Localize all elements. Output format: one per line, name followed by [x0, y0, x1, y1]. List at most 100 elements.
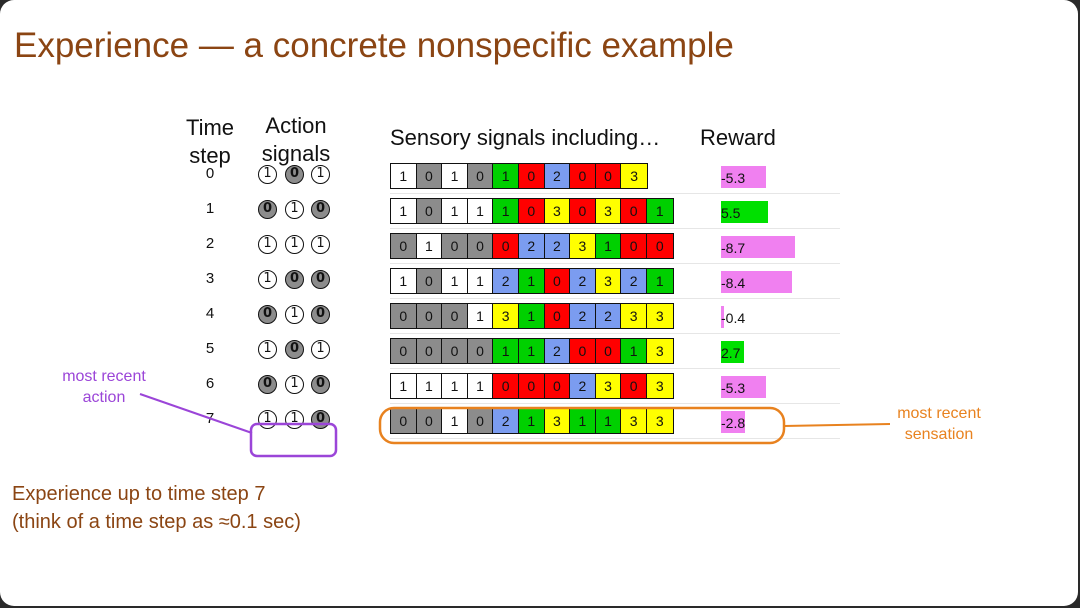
- action-signal: 0: [311, 305, 330, 324]
- action-signal: 0: [258, 305, 277, 324]
- time-step-header: Time step: [176, 114, 244, 170]
- sensory-cell: 2: [544, 339, 571, 363]
- sensory-cell: 0: [646, 234, 673, 258]
- sensory-cell: 2: [493, 269, 519, 293]
- sensory-cell: 0: [391, 304, 417, 328]
- sensory-cell: 0: [493, 234, 519, 258]
- reward-cell: 2.7: [718, 341, 838, 363]
- sensory-cell: 0: [442, 234, 468, 258]
- reward-bar: [721, 236, 795, 258]
- action-signal: 0: [311, 375, 330, 394]
- sensory-cell: 0: [416, 164, 443, 188]
- sensory-cell: 3: [493, 304, 519, 328]
- sensory-cell: 1: [646, 269, 673, 293]
- sensory-cell: 0: [518, 374, 545, 398]
- sensory-cell: 1: [467, 199, 494, 223]
- row-divider: [390, 263, 840, 264]
- action-signal: 1: [258, 270, 277, 289]
- sensory-cell: 3: [570, 234, 596, 258]
- sensory-cell: 1: [391, 199, 417, 223]
- action-signals-header: Action signals: [252, 112, 340, 168]
- action-signal: 0: [285, 165, 304, 184]
- row-divider: [390, 403, 840, 404]
- action-header-line1: Action: [265, 113, 327, 138]
- reward-cell: 5.5: [718, 201, 838, 223]
- sensory-cell: 0: [595, 339, 622, 363]
- time-step-7: 7: [205, 410, 215, 427]
- action-signal: 0: [311, 270, 330, 289]
- action-signal: 1: [285, 375, 304, 394]
- sensory-cell: 3: [544, 199, 571, 223]
- sensory-cell: 2: [570, 374, 596, 398]
- sensory-cell: 0: [416, 269, 443, 293]
- sensory-cell: 1: [416, 374, 443, 398]
- sensory-cell: 0: [467, 234, 494, 258]
- sensory-cell: 1: [442, 164, 468, 188]
- sensory-cell: 1: [518, 304, 545, 328]
- experience-caption-line2: (think of a time step as ≈0.1 sec): [12, 511, 301, 533]
- action-signal: 1: [311, 165, 330, 184]
- action-signal: 1: [258, 410, 277, 429]
- reward-cell: -8.4: [718, 271, 838, 293]
- time-step-3: 3: [205, 270, 215, 287]
- reward-bar: [721, 306, 724, 328]
- sensory-cell: 0: [416, 199, 443, 223]
- sensory-cell: 1: [518, 339, 545, 363]
- sensory-cell: 2: [570, 304, 596, 328]
- sensory-cell: 0: [467, 409, 494, 433]
- sensory-cell: 0: [493, 374, 519, 398]
- row-divider: [390, 193, 840, 194]
- action-signal: 0: [311, 200, 330, 219]
- most-recent-sensation-label: most recent sensation: [880, 403, 998, 445]
- reward-value: -8.7: [721, 240, 746, 256]
- sensory-cell: 3: [646, 409, 673, 433]
- sensory-cell: 2: [595, 304, 622, 328]
- sensory-cell: 3: [621, 409, 647, 433]
- reward-value: -0.4: [721, 310, 746, 326]
- most-recent-action-label-line2: action: [82, 389, 126, 406]
- sensory-cell: 0: [621, 199, 647, 223]
- sensory-cell: 2: [544, 234, 571, 258]
- time-step-5: 5: [205, 340, 215, 357]
- most-recent-action-label: most recent action: [46, 366, 162, 408]
- sensory-cell: 0: [595, 164, 622, 188]
- row-divider: [390, 298, 840, 299]
- sensory-cell: 1: [416, 234, 443, 258]
- reward-bar: [721, 341, 744, 363]
- time-step-0: 0: [205, 165, 215, 182]
- sensory-cell: 0: [544, 269, 571, 293]
- sensory-signals-header: Sensory signals including…: [390, 125, 661, 150]
- action-signal: 0: [258, 200, 277, 219]
- sensory-cell: 0: [467, 339, 494, 363]
- action-signal: 1: [258, 235, 277, 254]
- slide-title: Experience — a concrete nonspecific exam…: [14, 26, 734, 65]
- sensory-cell: 0: [621, 374, 647, 398]
- action-signal: 1: [285, 235, 304, 254]
- sensory-cell: 1: [518, 269, 545, 293]
- action-signal: 1: [285, 200, 304, 219]
- row-divider: [390, 438, 840, 439]
- sensory-cell: 1: [467, 304, 494, 328]
- time-step-header-line1: Time: [185, 115, 235, 140]
- sensory-cell: 2: [518, 234, 545, 258]
- sensory-cell: 1: [442, 269, 468, 293]
- sensory-cell: 2: [544, 164, 571, 188]
- sensory-cell: 2: [570, 269, 596, 293]
- action-signal: 1: [311, 340, 330, 359]
- sensory-cell: 0: [442, 339, 468, 363]
- sensory-cell: 3: [646, 374, 673, 398]
- sensory-cell: 1: [467, 269, 494, 293]
- sensory-cell: 0: [467, 164, 494, 188]
- sensory-cell: 1: [493, 199, 519, 223]
- reward-cell: -5.3: [718, 376, 838, 398]
- reward-cell: -5.3: [718, 166, 838, 188]
- action-signal: 1: [285, 305, 304, 324]
- reward-value: -8.4: [721, 275, 746, 291]
- most-recent-action-label-line1: most recent: [62, 368, 146, 385]
- sensory-cell: 3: [646, 339, 673, 363]
